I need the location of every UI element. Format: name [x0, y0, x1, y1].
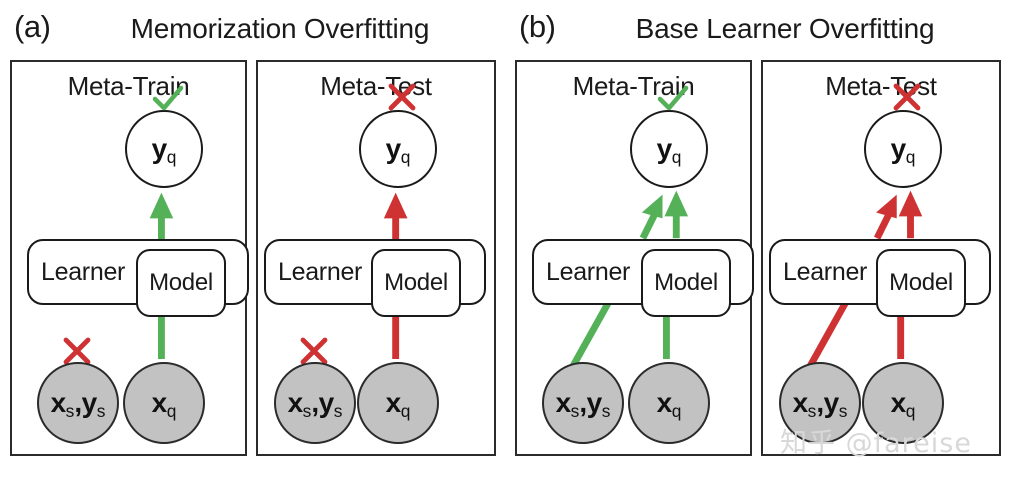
- figure-panel-group-b: (b) Base Learner Overfitting Meta-Train …: [505, 0, 1010, 480]
- group-label-a: (a): [14, 9, 51, 44]
- node-output-label: yq: [385, 133, 411, 167]
- node-output-yq: yq: [630, 110, 708, 188]
- node-query: xq: [862, 362, 944, 444]
- node-output-yq: yq: [125, 110, 203, 188]
- node-query-label: xq: [151, 387, 177, 421]
- edge-learner-to-output: [873, 210, 893, 240]
- model-box: Model: [641, 249, 731, 317]
- panel-a-meta-test: Meta-Test yq Learner Model: [256, 60, 496, 456]
- arrowhead-learner-to-output: [641, 194, 663, 219]
- model-box: Model: [876, 249, 966, 317]
- node-support: xs,ys: [274, 362, 356, 444]
- node-output-label: yq: [151, 133, 177, 167]
- edge-support-to-learner: [570, 300, 612, 368]
- node-support-label: xs,ys: [555, 387, 611, 421]
- node-support-label: xs,ys: [50, 387, 106, 421]
- node-query: xq: [628, 362, 710, 444]
- edge-support-to-learner: [807, 300, 849, 368]
- node-support-label: xs,ys: [287, 387, 343, 421]
- node-query-label: xq: [890, 387, 916, 421]
- node-query-label: xq: [656, 387, 682, 421]
- learner-label: Learner: [278, 258, 363, 286]
- model-box: Model: [136, 249, 226, 317]
- node-query: xq: [123, 362, 205, 444]
- node-query-label: xq: [385, 387, 411, 421]
- group-title-b: Base Learner Overfitting: [635, 13, 935, 44]
- panel-title: Meta-Test: [825, 71, 937, 101]
- group-label-b: (b): [519, 9, 556, 44]
- model-label: Model: [889, 269, 953, 296]
- model-label: Model: [149, 269, 213, 296]
- model-label: Model: [384, 269, 448, 296]
- node-output-label: yq: [890, 133, 916, 167]
- node-support: xs,ys: [779, 362, 861, 444]
- node-support: xs,ys: [37, 362, 119, 444]
- arrowhead-learner-to-output: [876, 194, 897, 219]
- arrowhead-model-to-output: [383, 192, 408, 219]
- arrowhead-model-to-output: [664, 190, 689, 217]
- node-support-label: xs,ys: [792, 387, 848, 421]
- edge-learner-to-output: [639, 210, 659, 240]
- node-output-yq: yq: [864, 110, 942, 188]
- watermark: 知乎 @fareise: [780, 428, 972, 459]
- node-output-label: yq: [656, 133, 682, 167]
- panel-a-meta-train: Meta-Train yq Learner Model: [10, 60, 249, 456]
- model-label: Model: [654, 269, 718, 296]
- panel-title: Meta-Train: [67, 71, 190, 101]
- learner-label: Learner: [783, 258, 868, 286]
- learner-label: Learner: [546, 258, 631, 286]
- arrowhead-model-to-output: [898, 190, 923, 217]
- panel-b-meta-train: Meta-Train yq Learner: [515, 60, 754, 456]
- node-output-yq: yq: [359, 110, 437, 188]
- node-support: xs,ys: [542, 362, 624, 444]
- model-box: Model: [371, 249, 461, 317]
- learner-label: Learner: [41, 258, 126, 286]
- arrowhead-model-to-output: [149, 192, 174, 219]
- group-title-a: Memorization Overfitting: [130, 13, 430, 44]
- panel-title: Meta-Train: [572, 71, 695, 101]
- panel-title: Meta-Test: [320, 71, 432, 101]
- node-query: xq: [357, 362, 439, 444]
- figure-panel-group-a: (a) Memorization Overfitting Meta-Train …: [10, 9, 496, 456]
- panel-b-meta-test: Meta-Test yq Learner Model: [761, 60, 1001, 456]
